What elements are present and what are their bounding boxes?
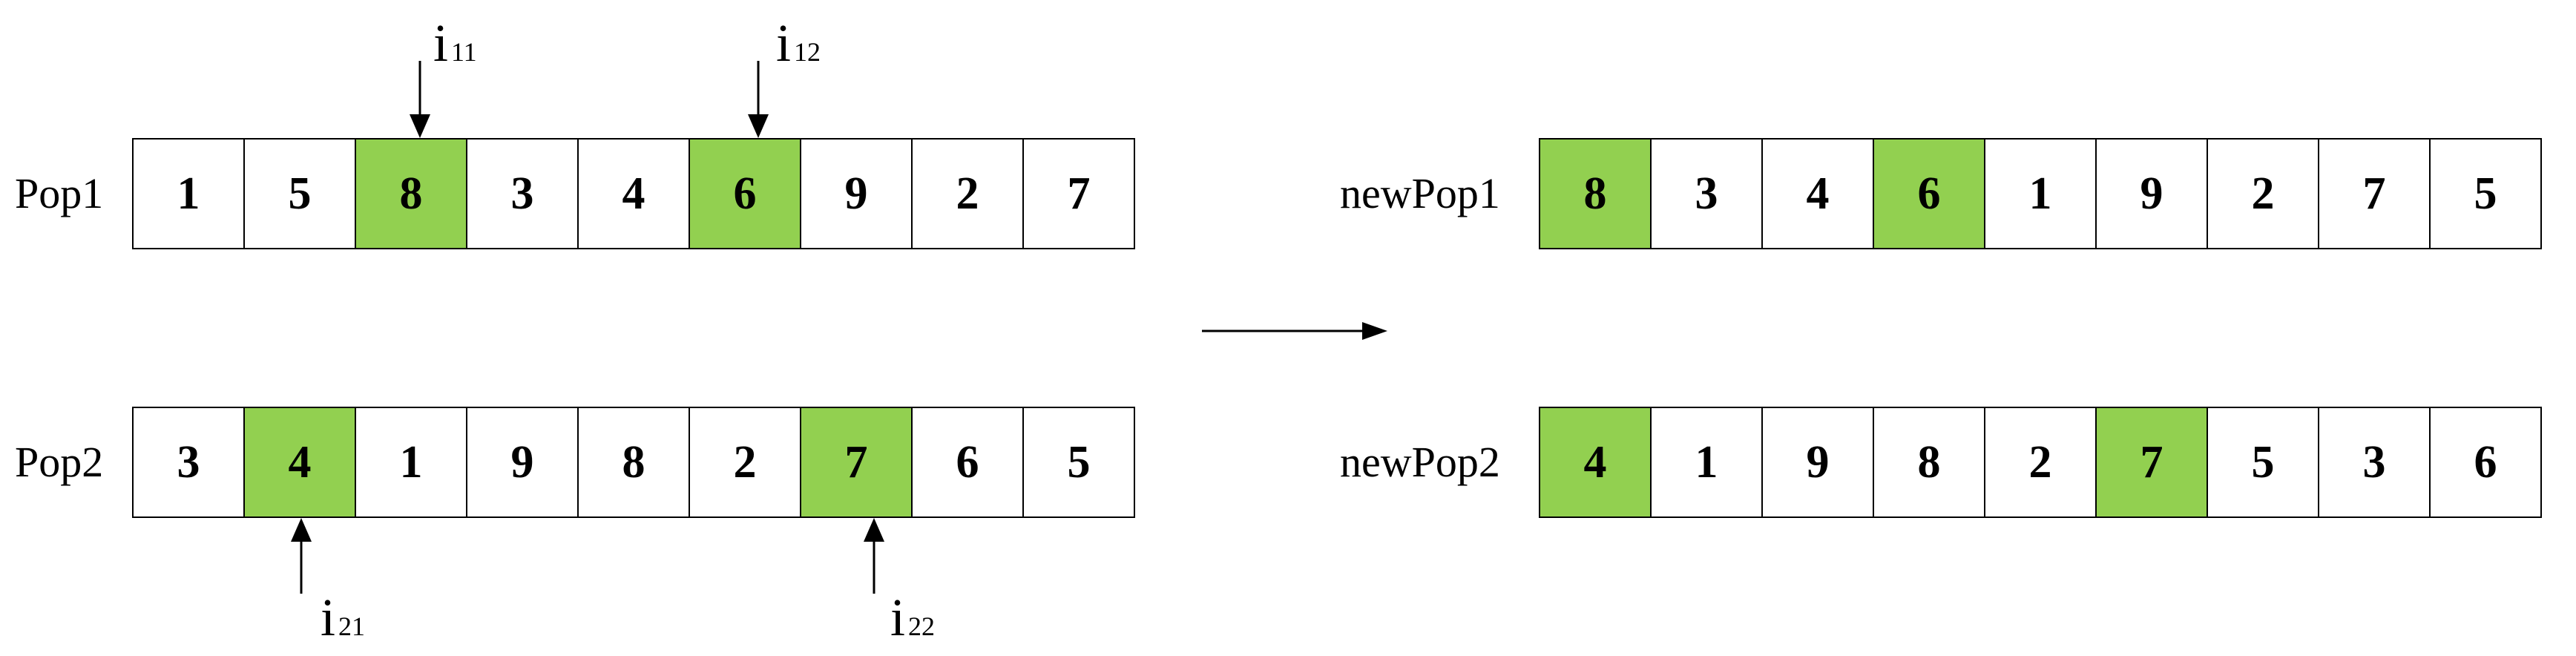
newpop1-cell: 9	[2095, 138, 2208, 249]
marker-i11-sub: 11	[451, 37, 477, 67]
marker-i21-base: i	[321, 588, 336, 647]
arrow-i21	[291, 518, 312, 594]
marker-i11-base: i	[433, 13, 449, 73]
pop1-cell: 9	[800, 138, 913, 249]
arrow-i11	[410, 61, 430, 138]
pop2-cell: 9	[466, 407, 579, 518]
marker-i21-sub: 21	[338, 611, 366, 641]
newpop2-cell: 3	[2318, 407, 2431, 518]
arrow-i22	[864, 518, 884, 594]
newpop2-cell: 2	[1984, 407, 2097, 518]
pop1-cell: 1	[132, 138, 245, 249]
pop2-cell: 3	[132, 407, 245, 518]
pop2-cell: 2	[689, 407, 801, 518]
newpop1-cell: 6	[1873, 138, 1985, 249]
newpop2-cell: 8	[1873, 407, 1985, 518]
pop2-label: Pop2	[15, 438, 104, 486]
pop2-cell: 5	[1022, 407, 1135, 518]
pop2-cell: 7	[800, 407, 913, 518]
newpop1-cell: 1	[1984, 138, 2097, 249]
pop1-cell: 2	[911, 138, 1024, 249]
newpop2-cell: 6	[2429, 407, 2542, 518]
marker-i22-base: i	[890, 588, 906, 647]
newpop2-cell: 7	[2095, 407, 2208, 518]
transform-arrow	[1202, 322, 1387, 340]
newpop1-cell: 2	[2207, 138, 2319, 249]
newpop2-label: newPop2	[1340, 438, 1500, 486]
pop2-cell: 6	[911, 407, 1024, 518]
newpop1-cell: 5	[2429, 138, 2542, 249]
pop2-cell: 1	[355, 407, 467, 518]
pop1-cell: 3	[466, 138, 579, 249]
newpop2-cell: 1	[1650, 407, 1763, 518]
newpop1-cell: 7	[2318, 138, 2431, 249]
pop1-label: Pop1	[15, 169, 104, 217]
newpop1-cell: 4	[1761, 138, 1874, 249]
marker-i12-base: i	[776, 13, 792, 73]
marker-i12-sub: 12	[794, 37, 821, 67]
pop1-cell: 7	[1022, 138, 1135, 249]
newpop2-cell: 9	[1761, 407, 1874, 518]
newpop2-cell: 5	[2207, 407, 2319, 518]
newpop1-cell: 8	[1539, 138, 1652, 249]
newpop1-label: newPop1	[1340, 169, 1500, 217]
arrow-i12	[748, 61, 769, 138]
marker-i22-sub: 22	[908, 611, 936, 641]
newpop1-cell: 3	[1650, 138, 1763, 249]
